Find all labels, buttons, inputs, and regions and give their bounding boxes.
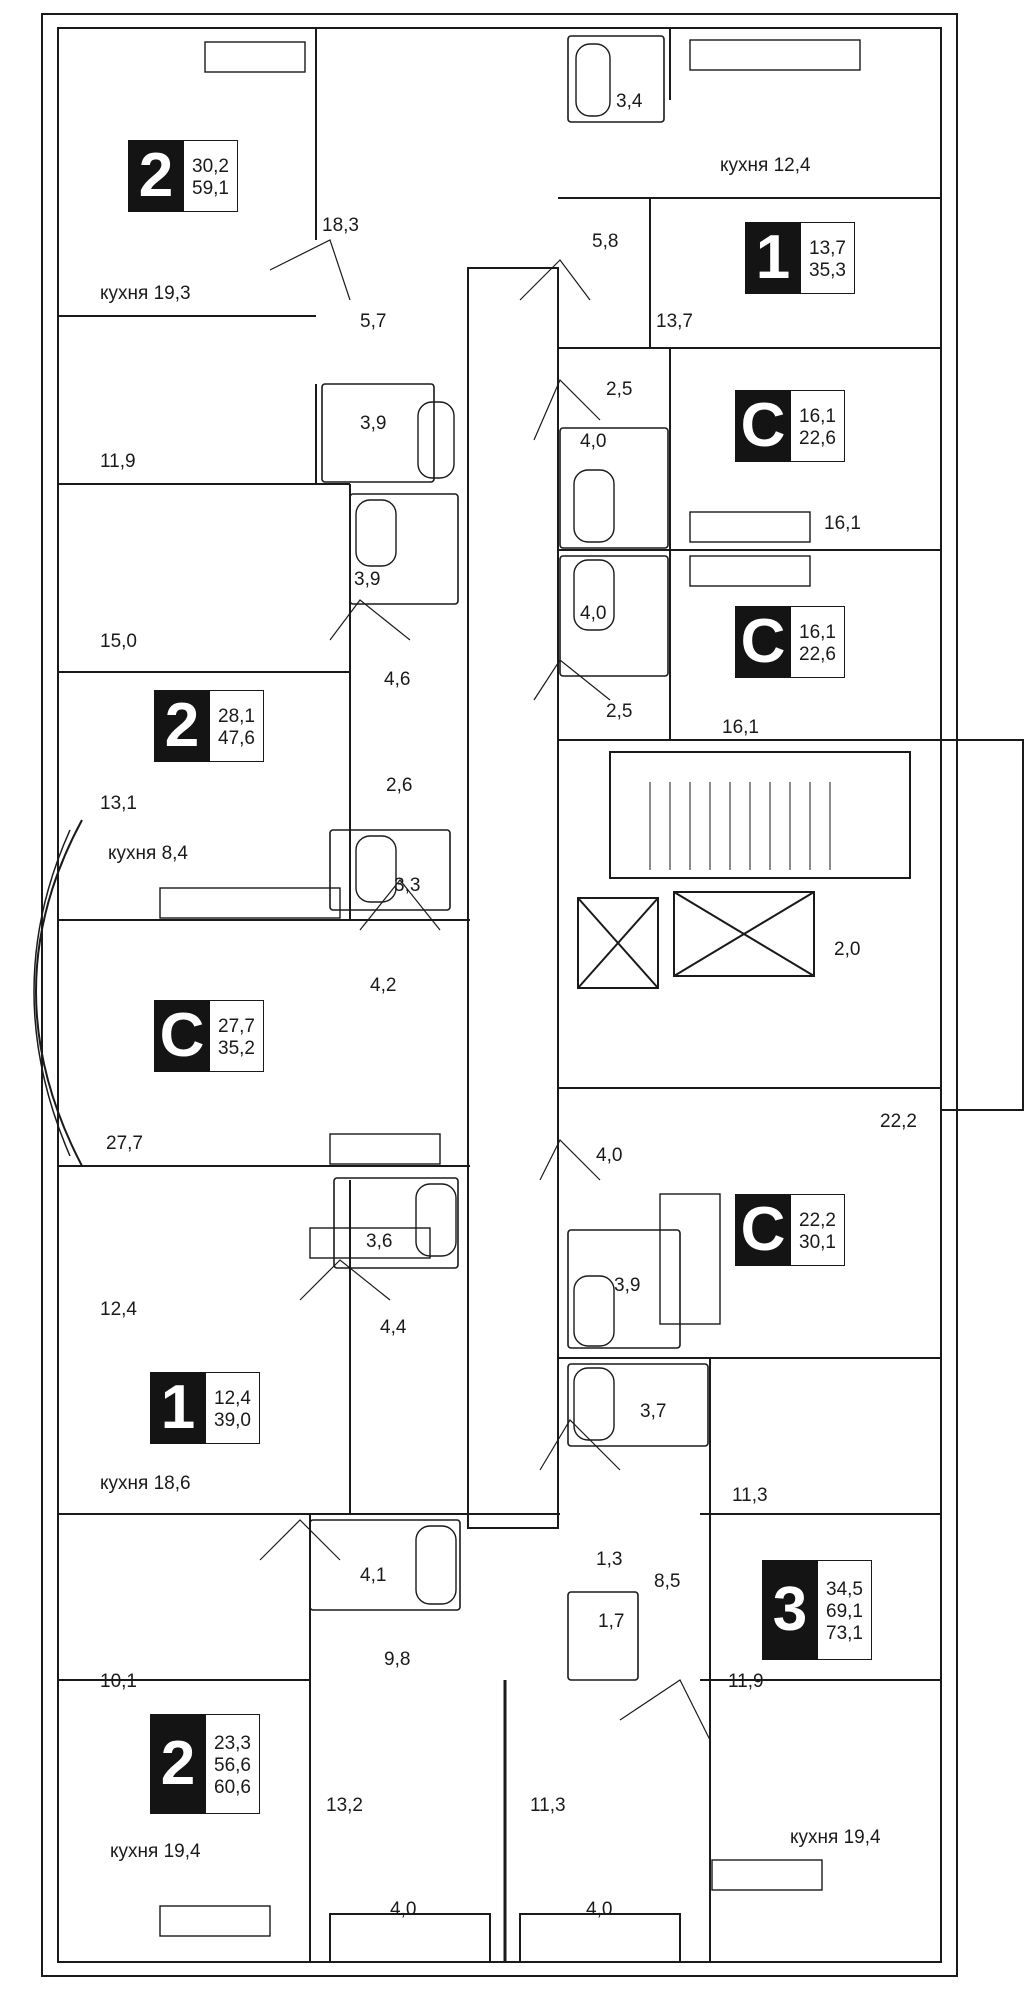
room-label: 12,4: [100, 1299, 137, 1320]
lift-shaft-1: [577, 897, 659, 989]
room-label: 1,3: [596, 1549, 623, 1570]
room-label: 13,2: [326, 1795, 363, 1816]
apartment-badge: 1 13,7 35,3: [745, 222, 855, 294]
total-area: 22,6: [799, 428, 836, 449]
room-label: 3,9: [354, 569, 381, 590]
room-label: 11,9: [100, 451, 136, 472]
outer-wall: [41, 13, 958, 1977]
total-area: 56,6: [214, 1755, 251, 1777]
apartment-badge: С 22,2 30,1: [735, 1194, 845, 1266]
apartment-type: 3: [762, 1560, 818, 1660]
apartment-badge: 2 30,2 59,1: [128, 140, 238, 212]
stair-well: [609, 751, 911, 879]
living-area: 34,5: [826, 1579, 863, 1601]
living-area: 13,7: [809, 238, 846, 260]
room-label: 27,7: [106, 1133, 143, 1154]
room-label: 13,7: [656, 311, 693, 332]
room-label: 16,1: [722, 717, 759, 738]
apartment-badge: 2 23,3 56,6 60,6: [150, 1714, 260, 1814]
apartment-type: 1: [745, 222, 801, 294]
room-label: 2,0: [834, 939, 861, 960]
apartment-type: С: [735, 1194, 791, 1266]
room-label: 13,1: [100, 793, 137, 814]
balcony: [940, 739, 1024, 1111]
room-label: 4,6: [384, 669, 411, 690]
corridor: [467, 267, 559, 1529]
room-label: 2,5: [606, 701, 633, 722]
room-label: 5,8: [592, 231, 619, 252]
living-area: 12,4: [214, 1388, 251, 1410]
room-label: кухня 19,4: [110, 1841, 201, 1862]
room-label: кухня 18,6: [100, 1473, 191, 1494]
room-label: 3,3: [394, 875, 421, 896]
apartment-type: 2: [154, 690, 210, 762]
room-label: 5,7: [360, 311, 387, 332]
total-area: 69,1: [826, 1601, 863, 1623]
room-label: 15,0: [100, 631, 137, 652]
room-label: 10,1: [100, 1671, 137, 1692]
apartment-badge: С 27,7 35,2: [154, 1000, 264, 1072]
room-label: 3,4: [616, 91, 643, 112]
total-area: 30,1: [799, 1232, 836, 1253]
apartment-type: С: [154, 1000, 210, 1072]
apartment-type: С: [735, 390, 791, 462]
bay-window: [35, 819, 83, 1167]
area-with-balcony: 73,1: [826, 1622, 863, 1644]
room-label: 8,5: [654, 1571, 681, 1592]
room-label: 11,3: [530, 1795, 566, 1816]
room-label: 4,0: [580, 603, 607, 624]
room-label: 11,3: [732, 1485, 768, 1506]
living-area: 16,1: [799, 622, 836, 644]
living-area: 23,3: [214, 1733, 251, 1755]
room-label: 18,3: [322, 215, 359, 236]
apartment-badge: 3 34,5 69,1 73,1: [762, 1560, 872, 1660]
apartment-type: 2: [128, 140, 184, 212]
total-area: 22,6: [799, 644, 836, 665]
room-label: кухня 8,4: [108, 843, 188, 864]
lift-shaft-2: [673, 891, 815, 977]
living-area: 16,1: [799, 406, 836, 428]
room-label: 4,0: [390, 1899, 417, 1920]
room-label: 4,4: [380, 1317, 407, 1338]
room-label: 9,8: [384, 1649, 411, 1670]
room-label: 4,0: [596, 1145, 623, 1166]
living-area: 30,2: [192, 156, 229, 178]
room-label: 1,7: [598, 1611, 625, 1632]
room-label: 11,9: [728, 1671, 764, 1692]
room-label: кухня 12,4: [720, 155, 811, 176]
room-label: 4,2: [370, 975, 397, 996]
room-label: 4,0: [580, 431, 607, 452]
living-area: 22,2: [799, 1210, 836, 1232]
room-label: 4,0: [586, 1899, 613, 1920]
room-label: 2,6: [386, 775, 413, 796]
total-area: 39,0: [214, 1410, 251, 1431]
room-label: 3,7: [640, 1401, 667, 1422]
room-label: кухня 19,3: [100, 283, 191, 304]
room-label: 3,9: [360, 413, 387, 434]
apartment-badge: С 16,1 22,6: [735, 606, 845, 678]
apartment-type: С: [735, 606, 791, 678]
apartment-badge: 1 12,4 39,0: [150, 1372, 260, 1444]
room-label: 2,5: [606, 379, 633, 400]
room-label: 3,6: [366, 1231, 393, 1252]
apartment-type: 1: [150, 1372, 206, 1444]
inner-wall: [57, 27, 942, 1963]
total-area: 47,6: [218, 728, 255, 749]
total-area: 35,3: [809, 260, 846, 281]
apartment-badge: 2 28,1 47,6: [154, 690, 264, 762]
living-area: 28,1: [218, 706, 255, 728]
room-label: 16,1: [824, 513, 861, 534]
area-with-balcony: 60,6: [214, 1776, 251, 1798]
room-label: 22,2: [880, 1111, 917, 1132]
room-label: 3,9: [614, 1275, 641, 1296]
apartment-type: 2: [150, 1714, 206, 1814]
room-label: кухня 19,4: [790, 1827, 881, 1848]
living-area: 27,7: [218, 1016, 255, 1038]
room-label: 4,1: [360, 1565, 387, 1586]
total-area: 59,1: [192, 178, 229, 199]
apartment-badge: С 16,1 22,6: [735, 390, 845, 462]
total-area: 35,2: [218, 1038, 255, 1059]
